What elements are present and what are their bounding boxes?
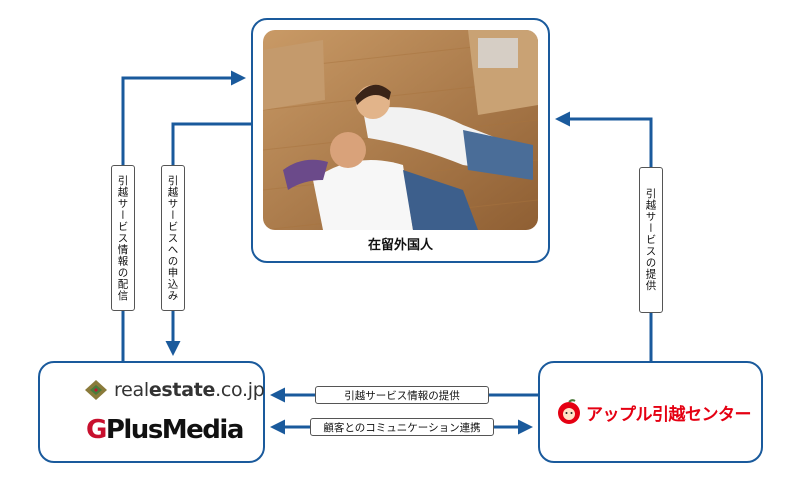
gplusmedia-logo: GPlusMedia <box>86 415 244 445</box>
arrow-provide-service <box>555 111 653 361</box>
gplusmedia-box: realestate.co.jp GPlusMedia <box>38 361 265 463</box>
apple-mascot-icon <box>558 399 580 424</box>
realestate-logo: realestate.co.jp <box>84 377 265 403</box>
label-customer-link: 顧客とのコミュニケーション連携 <box>310 418 494 436</box>
foreign-residents-box: 在留外国人 <box>251 18 550 263</box>
apple-moving-box: アップル引越センター <box>538 361 763 463</box>
couple-photo <box>263 30 538 230</box>
apple-logo: アップル引越センター <box>556 399 752 425</box>
label-distribute: 引越サービス情報の配信 <box>111 165 135 311</box>
foreign-residents-label: 在留外国人 <box>367 238 433 253</box>
label-provide-service: 引越サービスの提供 <box>639 167 663 313</box>
label-apply: 引越サービスへの申込み <box>161 165 185 311</box>
label-provide-info: 引越サービス情報の提供 <box>315 386 489 404</box>
realestate-mark-icon <box>85 380 107 400</box>
